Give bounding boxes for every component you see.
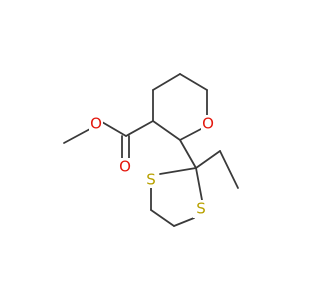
ring-oxygen-label-background	[201, 115, 215, 133]
ester-ether-oxygen-label: O	[90, 115, 102, 133]
carbonyl-oxygen-label: O	[119, 158, 131, 176]
left-sulfur-label-background	[143, 170, 159, 188]
chemical-structure-diagram: O O O S S	[63, 73, 239, 227]
bond-methyl-to-ester-oxygen	[63, 128, 91, 144]
dithiolane-right-sulfur-label: S	[196, 200, 206, 218]
bond-ring-c4-to-c5	[152, 73, 181, 91]
bond-ring-c5-to-c6	[179, 73, 208, 91]
bond-ester-oxygen-to-carbonyl-carbon	[101, 121, 127, 137]
bond-ring-c2-to-c3	[152, 120, 181, 141]
bond-ring-oxygen-to-c2	[179, 128, 202, 141]
bond-ethyl-ch2-to-ch3	[219, 150, 239, 189]
bond-carbonyl-carbon-to-ring-carbon	[125, 120, 154, 137]
bond-dithiolane-carbon-to-left-sulfur	[159, 167, 197, 175]
dithiolane-left-sulfur-label: S	[146, 171, 156, 189]
ring-oxygen-label: O	[202, 115, 214, 133]
bond-layer	[63, 73, 239, 227]
bond-pyran-to-dithiolane-carbon	[179, 139, 197, 169]
molecule-canvas: O O O S S	[63, 73, 239, 227]
bond-right-sulfur-to-dithiolane-carbon	[195, 167, 203, 201]
atom-label-layer: O O O S S	[89, 114, 215, 218]
ester-oxygen-label-background	[89, 114, 103, 132]
bond-ch2-to-right-sulfur	[173, 217, 195, 227]
right-sulfur-label-background	[193, 200, 209, 218]
bond-dithiolane-ch2-ch2	[150, 209, 175, 227]
bond-dithiolane-carbon-to-ethyl-ch2	[195, 150, 221, 169]
carbonyl-oxygen-label-background	[118, 158, 132, 176]
